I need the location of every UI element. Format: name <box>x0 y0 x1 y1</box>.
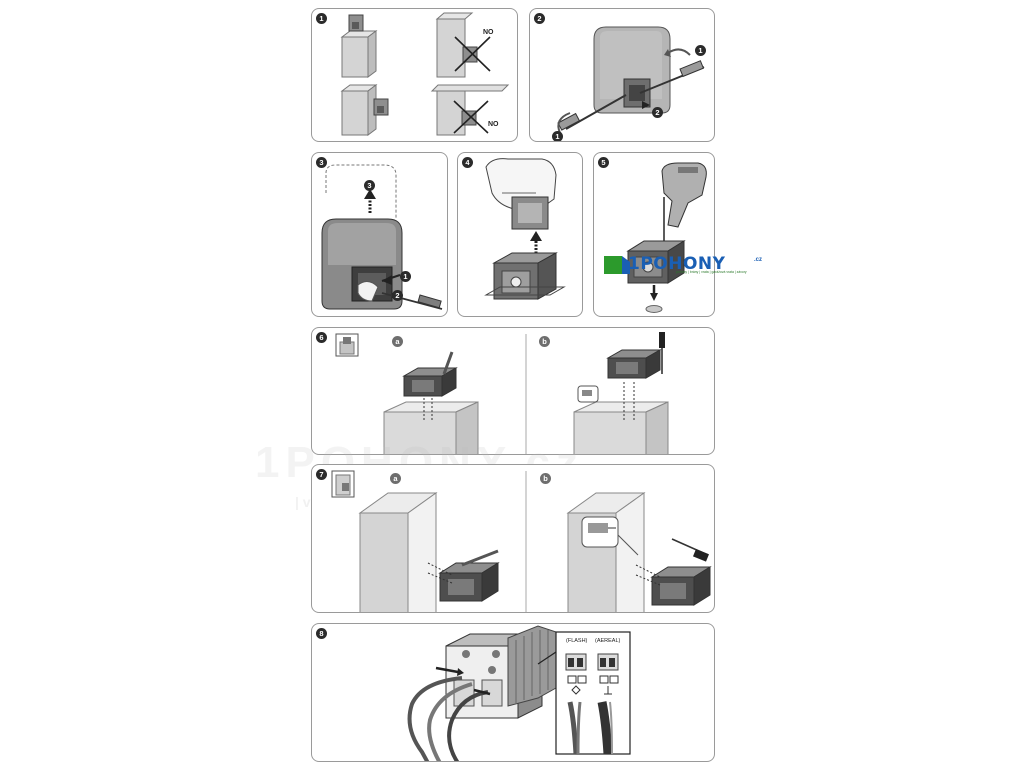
no-label-top: NO <box>483 29 494 36</box>
drill-base-illustration <box>626 162 707 313</box>
lift-cover-illustration <box>321 164 443 310</box>
post-mounting-illustration <box>335 332 669 454</box>
panel-step-3: 3 3 1 2 <box>311 152 448 317</box>
panel-step-8: 8 <box>311 623 715 762</box>
logo-tagline: pohony | brány | vrata | garážová vrata … <box>676 270 747 274</box>
logo-name: 1POHONY <box>628 254 726 274</box>
logo-tld: .cz <box>754 257 763 263</box>
callout-2: 2 <box>392 290 403 301</box>
step-number-6: 6 <box>316 332 327 343</box>
panel-step-7: 7 a b <box>311 464 715 613</box>
callout-3: 3 <box>364 180 375 191</box>
dip-label-aereal: (AEREAL) <box>595 638 621 644</box>
callout-2: 2 <box>652 107 663 118</box>
step-number-5: 5 <box>598 157 609 168</box>
step-number-8: 8 <box>316 628 327 639</box>
no-label-bottom: NO <box>488 121 499 128</box>
step-number-3: 3 <box>316 157 327 168</box>
sub-step-b: b <box>540 473 551 484</box>
cover-removal-illustration <box>557 26 705 134</box>
step-number-7: 7 <box>316 469 327 480</box>
sub-step-a: a <box>392 336 403 347</box>
wall-mounting-illustration <box>331 470 712 612</box>
panel-step-4: 4 <box>457 152 583 317</box>
panel-step-6: 6 a b <box>311 327 715 455</box>
step-number-1: 1 <box>316 13 327 24</box>
panel-step-1: 1 NO NO <box>311 8 518 142</box>
panel-step-2: 2 1 2 1 <box>529 8 715 142</box>
sub-step-a: a <box>390 473 401 484</box>
remove-unit-illustration <box>484 158 566 300</box>
callout-1: 1 <box>400 271 411 282</box>
dip-label-flash: (FLASH) <box>566 638 588 644</box>
logo-mark-icon <box>604 256 630 274</box>
step-number-2: 2 <box>534 13 545 24</box>
wiring-illustration <box>407 625 631 761</box>
callout-1-bottom: 1 <box>552 131 563 141</box>
step-number-4: 4 <box>462 157 473 168</box>
mounting-positions-illustration <box>340 12 510 136</box>
callout-1-top: 1 <box>695 45 706 56</box>
sub-step-b: b <box>539 336 550 347</box>
brand-logo: 1POHONY .cz pohony | brány | vrata | gar… <box>604 254 762 276</box>
panel-step-5: 5 <box>593 152 715 317</box>
